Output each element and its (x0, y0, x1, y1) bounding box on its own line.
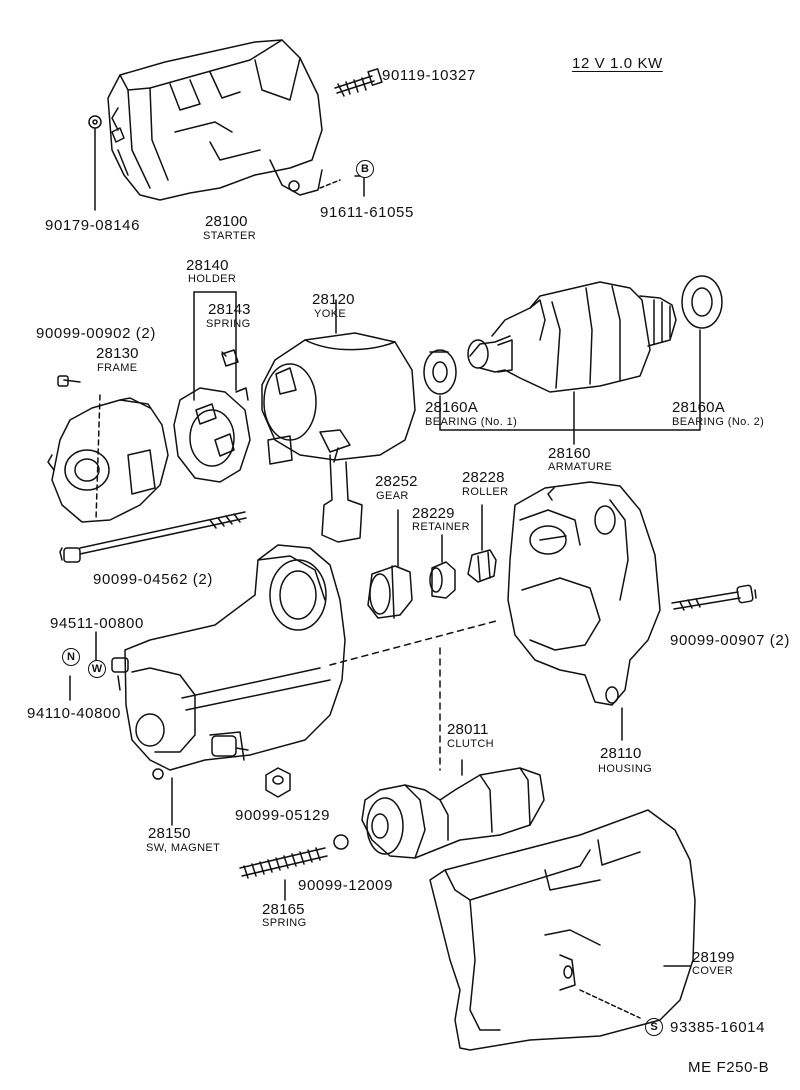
armature-drawing (468, 282, 676, 392)
part-number-90099-05129: 90099-05129 (235, 807, 331, 824)
through-bolt-drawing (60, 512, 246, 562)
starter-drawing (108, 40, 322, 200)
part-number-28165: 28165 (262, 901, 305, 918)
screw-91611-leader (320, 176, 364, 196)
holder-drawing (174, 292, 250, 482)
part-number-90099-00907: 90099-00907 (2) (670, 632, 790, 649)
bolt-00907-drawing (672, 585, 756, 610)
cover-drawing (430, 810, 695, 1050)
part-number-28100: 28100 (205, 213, 248, 230)
part-name-armature: ARMATURE (548, 461, 613, 473)
marker-n-icon: N (62, 648, 80, 666)
voltage-power-spec: 12 V 1.0 KW (572, 55, 663, 72)
diagram-code: ME F250-B (688, 1059, 770, 1076)
part-number-94110-40800: 94110-40800 (27, 705, 121, 722)
housing-alignment-line (330, 620, 500, 665)
magnet-switch-drawing (112, 545, 345, 825)
part-number-28110: 28110 (600, 745, 642, 762)
part-number-28150: 28150 (148, 825, 191, 842)
part-number-28160a-no1: 28160A (425, 399, 478, 416)
part-number-28229: 28229 (412, 505, 455, 522)
part-number-28160a-no2: 28160A (672, 399, 725, 416)
part-name-sw-magnet: SW, MAGNET (146, 842, 221, 854)
part-number-90119-10327: 90119-10327 (382, 67, 476, 84)
part-name-yoke: YOKE (314, 308, 347, 320)
housing-drawing (508, 482, 660, 740)
part-name-spring-28143: SPRING (206, 318, 251, 330)
roller-drawing (468, 505, 496, 582)
marker-b-icon: B (356, 160, 374, 178)
part-name-retainer: RETAINER (412, 521, 471, 533)
part-name-bearing-no2: BEARING (No. 2) (672, 416, 765, 428)
part-number-28252: 28252 (375, 473, 418, 490)
frame-drawing (48, 376, 168, 522)
part-number-28140: 28140 (186, 257, 229, 274)
part-number-90099-00902: 90099-00902 (2) (36, 325, 156, 342)
nut-05129-drawing (266, 768, 290, 797)
part-number-28143: 28143 (208, 301, 251, 318)
part-number-28130: 28130 (96, 345, 139, 362)
spring-drawing (240, 848, 327, 900)
part-number-28228: 28228 (462, 469, 505, 486)
armature-leaders (440, 330, 700, 444)
part-number-28011: 28011 (447, 721, 489, 738)
part-number-28199: 28199 (692, 949, 735, 966)
part-name-holder: HOLDER (188, 273, 237, 285)
yoke-drawing (262, 300, 415, 542)
part-number-91611-61055: 91611-61055 (320, 204, 414, 221)
retainer-drawing (430, 535, 455, 598)
ball-drawing (334, 835, 348, 849)
part-name-cover: COVER (692, 965, 734, 977)
part-name-frame: FRAME (97, 362, 138, 374)
marker-s-icon: S (645, 1018, 663, 1036)
bolt-90119-drawing (335, 69, 382, 96)
part-number-93385-16014: 93385-16014 (670, 1019, 766, 1036)
part-name-housing: HOUSING (598, 763, 653, 775)
part-number-28160: 28160 (548, 445, 591, 462)
clutch-drawing (362, 760, 544, 858)
marker-w-icon: W (88, 660, 106, 678)
part-name-bearing-no1: BEARING (No. 1) (425, 416, 518, 428)
nut-90179-drawing (89, 116, 124, 210)
part-number-94511-00800: 94511-00800 (50, 615, 144, 632)
part-name-roller: ROLLER (462, 486, 509, 498)
bearing-no2-drawing (682, 276, 722, 328)
part-number-90179-08146: 90179-08146 (45, 217, 141, 234)
bearing-no1-drawing (424, 350, 456, 394)
part-number-90099-04562: 90099-04562 (2) (93, 571, 213, 588)
part-name-clutch: CLUTCH (447, 738, 495, 750)
part-number-90099-12009: 90099-12009 (298, 877, 394, 894)
part-name-starter: STARTER (203, 230, 257, 242)
nut-washer-drawing (70, 632, 96, 700)
gear-drawing (368, 510, 412, 618)
part-name-gear: GEAR (376, 490, 409, 502)
part-number-28120: 28120 (312, 291, 355, 308)
part-name-spring-28165: SPRING (262, 917, 307, 929)
